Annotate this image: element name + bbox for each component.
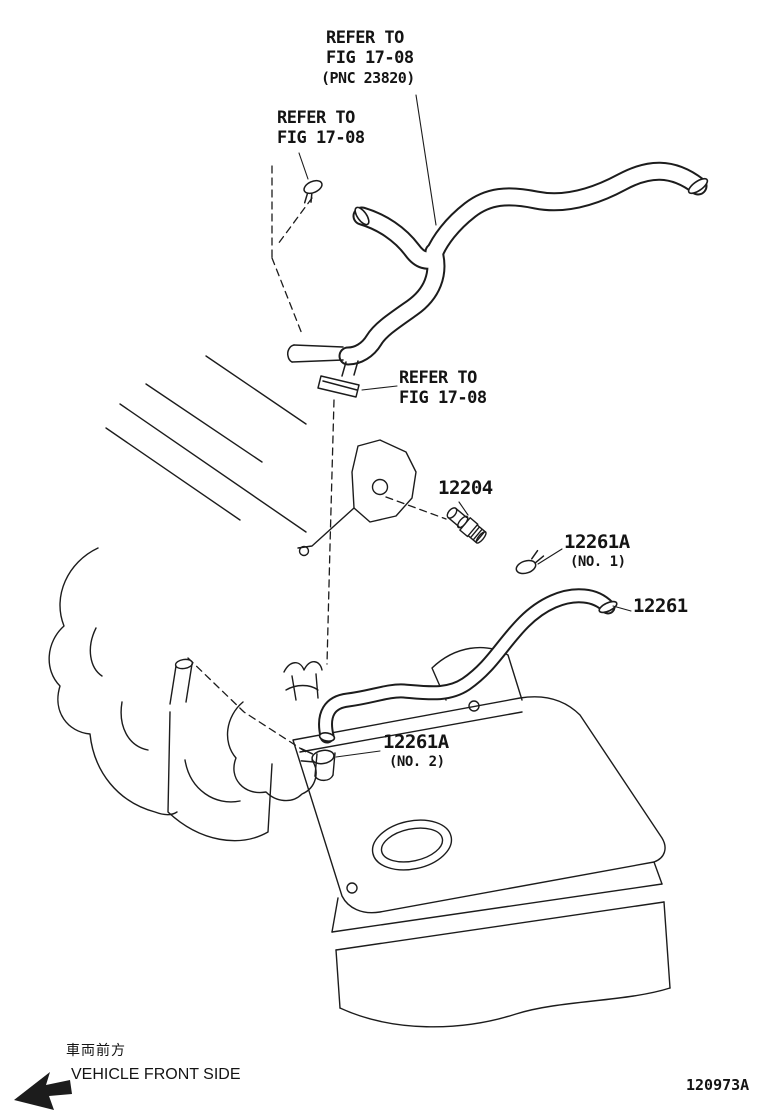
part-number[interactable]: 12261A [383, 731, 449, 753]
callout-text-line: FIG 17-08 [277, 128, 365, 148]
hose-fitting-lower [314, 752, 336, 782]
clamp-top-drawing [303, 179, 323, 204]
callout-part-12204[interactable]: 12204 [438, 477, 493, 499]
callout-text-line: (PNC 23820) [321, 69, 415, 87]
figure-code: 120973A [686, 1076, 750, 1094]
vehicle-front-label-jp: 車両前方 [66, 1043, 126, 1059]
part-number[interactable]: 12204 [438, 477, 493, 499]
callout-part-12261a-no1[interactable]: 12261A (NO. 1) [564, 531, 630, 571]
callout-text-line: FIG 17-08 [326, 48, 414, 68]
callout-text-line: FIG 17-08 [399, 388, 487, 408]
clamp-12261a-no1-drawing [515, 549, 545, 575]
engine-front-outline [48, 547, 323, 842]
callout-refer-fig-17-08-left[interactable]: REFER TO FIG 17-08 [277, 108, 365, 148]
part-number-note: (NO. 2) [389, 754, 445, 770]
part-number[interactable]: 12261 [633, 595, 688, 617]
part-number[interactable]: 12261A [564, 531, 630, 553]
pcv-valve-12204-drawing [446, 507, 487, 544]
vent-pipe [287, 344, 359, 377]
hose-outlines-black [318, 161, 708, 744]
callout-part-12261a-no2[interactable]: 12261A (NO. 2) [383, 731, 449, 771]
vehicle-front-label-en: VEHICLE FRONT SIDE [71, 1066, 241, 1083]
callout-text-line: REFER TO [277, 108, 355, 128]
callout-refer-fig-17-08-pnc-23820[interactable]: REFER TO FIG 17-08 (PNC 23820) [321, 28, 415, 88]
callout-refer-fig-17-08-mid[interactable]: REFER TO FIG 17-08 [399, 368, 487, 408]
part-number-note: (NO. 1) [570, 554, 626, 570]
engine-head-hatching [105, 355, 307, 533]
clamp-mid-drawing [317, 375, 360, 398]
clamp-12261a-no2-drawing [300, 747, 335, 765]
cylinder-head-cover [292, 646, 671, 1028]
hose-open-ends [318, 177, 709, 742]
callout-text-line: REFER TO [399, 368, 477, 388]
vehicle-front-arrow [14, 1072, 72, 1110]
assembly-dashed-lines [187, 165, 447, 753]
hose-outlines-white [320, 163, 706, 742]
callout-part-12261[interactable]: 12261 [633, 595, 688, 617]
valve-mount-bracket [297, 439, 417, 557]
leader-lines [298, 94, 632, 758]
callout-text-line: REFER TO [326, 28, 404, 48]
